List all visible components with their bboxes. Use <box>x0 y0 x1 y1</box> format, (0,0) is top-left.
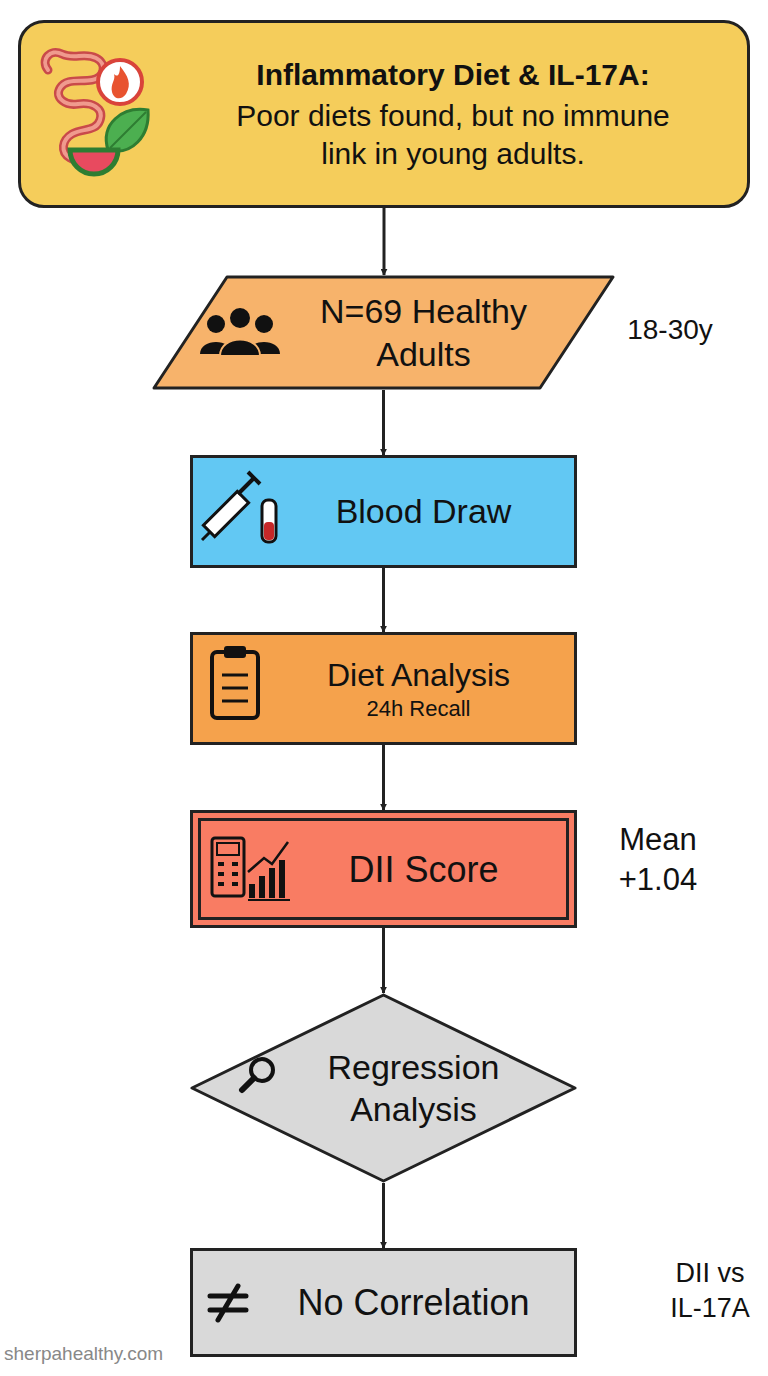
node-subtext: Poor diets found, but no immune link in … <box>228 97 678 172</box>
flow-arrow <box>382 390 385 455</box>
side-note: DII vs IL-17A <box>660 1256 760 1326</box>
side-note: 18-30y <box>595 312 745 348</box>
node-text: DII Score <box>348 847 498 892</box>
process-box: Diet Analysis24h Recall <box>190 632 577 745</box>
flow-arrow <box>382 928 385 993</box>
process-box: No Correlation <box>190 1248 577 1357</box>
node-text: Diet Analysis <box>327 655 510 695</box>
flow-arrow <box>382 1183 385 1248</box>
node-subtext: 24h Recall <box>367 695 471 723</box>
node-text: Regression Analysis <box>304 1046 524 1131</box>
shape-outline <box>154 277 613 388</box>
node-text: No Correlation <box>297 1280 529 1325</box>
flow-arrow <box>382 745 385 810</box>
flow-arrow <box>383 208 386 275</box>
shape-outline <box>192 995 575 1181</box>
watermark: sherpahealthy.com <box>4 1342 254 1367</box>
title-box: Inflammatory Diet & IL-17A:Poor diets fo… <box>18 20 750 208</box>
input-parallelogram: N=69 Healthy Adults <box>152 275 615 390</box>
node-text: Blood Draw <box>336 490 512 533</box>
node-text: N=69 Healthy Adults <box>289 290 559 375</box>
node-text: Inflammatory Diet & IL-17A: <box>256 56 649 94</box>
process-box: Blood Draw <box>190 455 577 568</box>
process-box: DII Score <box>190 810 577 928</box>
side-note: Mean +1.04 <box>598 820 718 901</box>
flow-arrow <box>382 568 385 632</box>
decision-diamond: Regression Analysis <box>190 993 577 1183</box>
diamond-outline <box>190 993 577 1183</box>
